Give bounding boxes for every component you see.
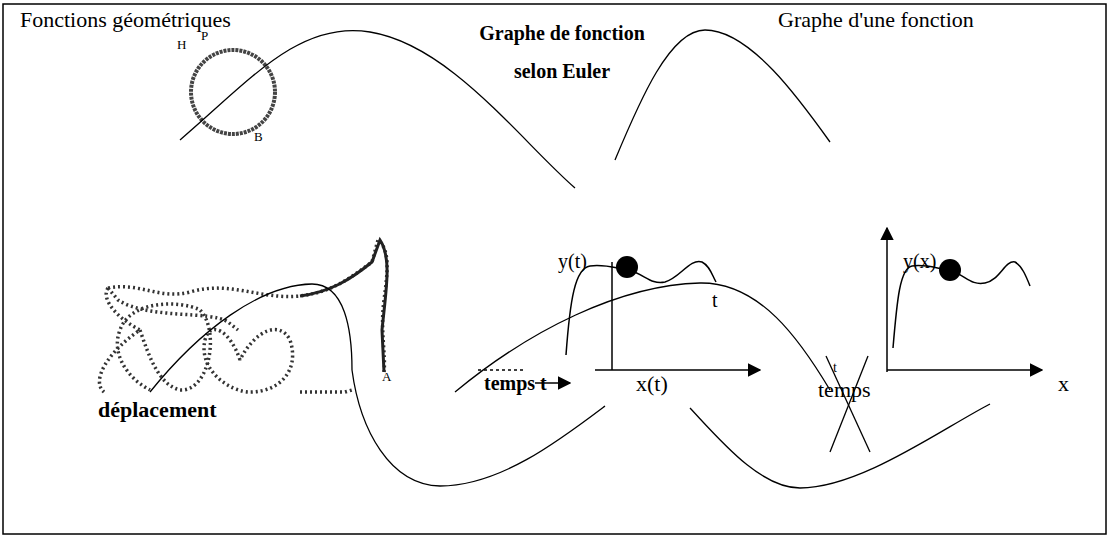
graph-label: P (201, 29, 208, 43)
column-heading: Graphe d'une fonction (778, 8, 974, 32)
connecting-curves (150, 30, 990, 488)
graph-label: A (382, 370, 391, 384)
graph-label: x(t) (636, 372, 668, 396)
graph-label: temps (818, 378, 871, 402)
trajectory-figure (99, 240, 387, 392)
graph-label: t (712, 289, 718, 311)
function-graph (887, 228, 1042, 372)
graph-label: B (254, 130, 263, 144)
point-marker (939, 259, 961, 281)
cross-out (826, 356, 870, 452)
graph-label: x (1058, 372, 1069, 396)
trajectory-solid-part (300, 240, 387, 372)
euler-graph (478, 261, 760, 383)
column-heading: Fonctions géométriques (20, 8, 231, 32)
graph-label: t (833, 360, 837, 375)
frame (3, 4, 1106, 534)
graph-label: déplacement (98, 398, 217, 422)
point-marker (616, 256, 638, 278)
graph-label: H (177, 38, 186, 52)
graph-label: y(t) (558, 250, 587, 272)
column-heading: Graphe de fonction selon Euler (460, 14, 664, 90)
circle-figure (191, 50, 275, 134)
graph-label: temps t (484, 372, 547, 394)
graph-label: y(x) (903, 250, 936, 272)
